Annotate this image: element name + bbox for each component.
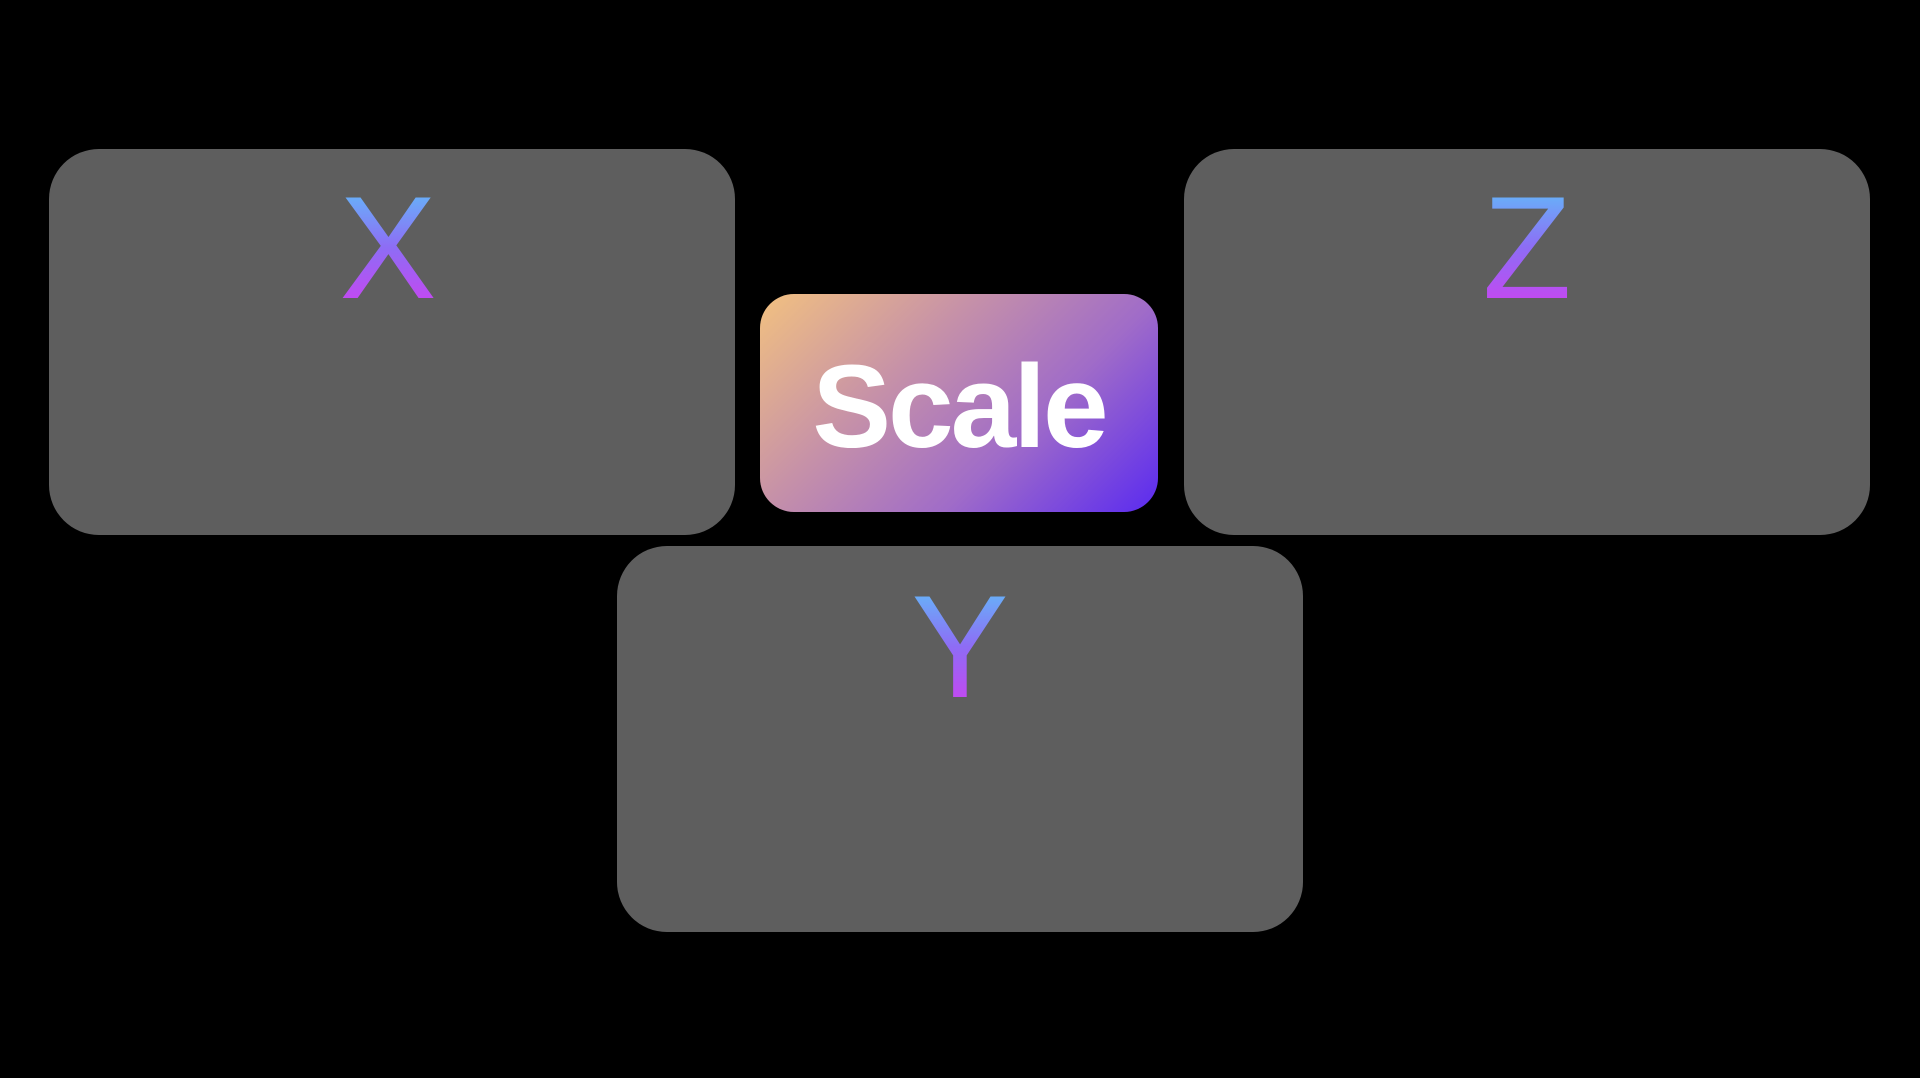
y-axis-panel: Y — [617, 546, 1303, 932]
x-axis-panel: X — [49, 149, 735, 535]
x-axis-label: X — [45, 175, 731, 321]
z-axis-panel: Z — [1184, 149, 1870, 535]
z-axis-label: Z — [1184, 175, 1870, 321]
scale-badge-label: Scale — [812, 341, 1108, 473]
scale-badge: Scale — [760, 294, 1158, 512]
y-axis-label: Y — [617, 574, 1303, 720]
